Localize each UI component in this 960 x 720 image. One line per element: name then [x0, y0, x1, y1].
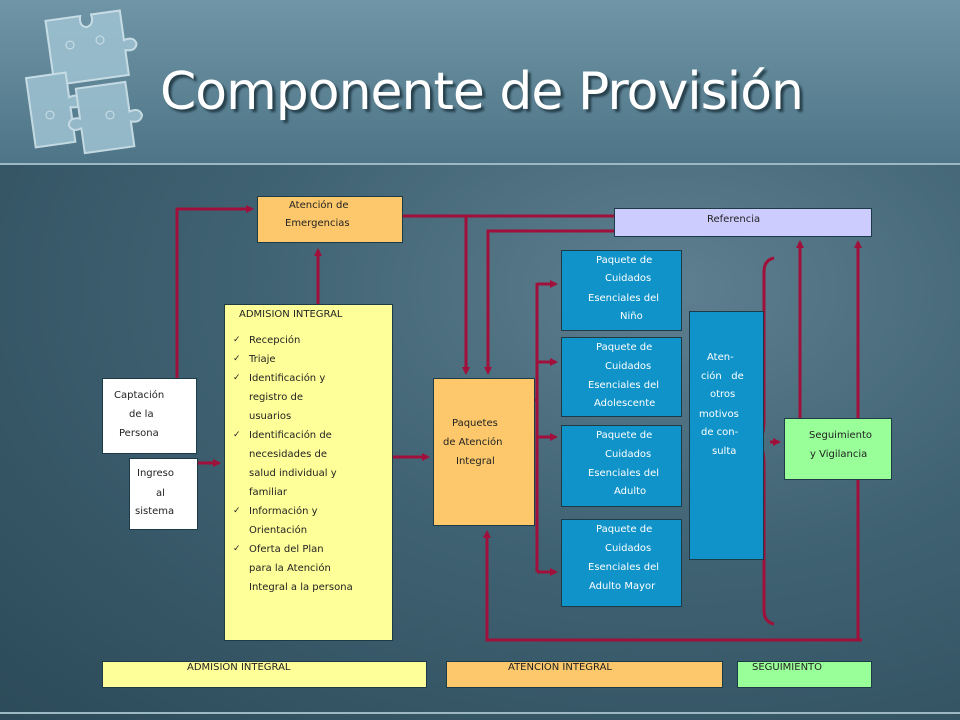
- paquetes-line-1: Paquetes: [452, 418, 498, 429]
- seguimiento-box: Seguimiento y Vigilancia: [784, 418, 892, 480]
- admision-item: salud individual y: [249, 468, 337, 479]
- admision-item: Triaje: [233, 350, 353, 369]
- admision-heading: ADMISION INTEGRAL: [239, 309, 343, 320]
- ingreso-box: Ingreso al sistema: [129, 458, 198, 530]
- footer-atencion-label: ATENCIÓN INTEGRAL: [508, 662, 612, 673]
- paquete-adolescente-line-4: Adolescente: [594, 398, 656, 409]
- atencion-otros-line-3: otros: [710, 389, 736, 400]
- admision-item: para la Atención: [249, 563, 331, 574]
- paquete-adulto-line-3: Esenciales del: [588, 468, 660, 479]
- header-band: [0, 0, 960, 163]
- paquete-adolescente-line-3: Esenciales del: [588, 380, 660, 391]
- paquete-adulto-line-2: Cuidados: [605, 449, 652, 460]
- atencion-otros-line-4: motivos: [699, 409, 739, 420]
- arrow-captacion-emergencias: [175, 205, 254, 378]
- captacion-line-1: Captación: [114, 390, 165, 401]
- paquete-adulto-line-4: Adulto: [614, 486, 647, 497]
- paquete-nino-box: Paquete de Cuidados Esenciales del Niño: [561, 250, 682, 331]
- admision-item: Oferta del Plan: [233, 540, 353, 559]
- admision-item: usuarios: [249, 411, 292, 422]
- seguimiento-line-2: y Vigilancia: [810, 449, 868, 460]
- captacion-line-2: de la: [129, 409, 154, 420]
- arrow-referencia-paquetes: [484, 229, 614, 375]
- atencion-otros-box: Aten- ción de otros motivos de con- sult…: [689, 311, 764, 560]
- ingreso-line-2: al: [156, 488, 165, 499]
- puzzle-icon: [24, 9, 144, 155]
- footer-admision-bar: ADMISIÓN INTEGRAL: [102, 661, 427, 688]
- paquete-nino-line-3: Esenciales del: [588, 293, 660, 304]
- admision-list: RecepciónTriajeIdentificación y registro …: [233, 331, 353, 597]
- admision-item: Identificación de: [233, 426, 353, 445]
- admision-box: ADMISION INTEGRAL RecepciónTriajeIdentif…: [224, 304, 393, 641]
- arrow-emergencias-paquetes: [402, 214, 470, 375]
- ingreso-line-1: Ingreso: [137, 468, 175, 479]
- paquete-adolescente-line-1: Paquete de: [596, 342, 653, 353]
- captacion-box: Captación de la Persona: [102, 378, 197, 454]
- atencion-otros-line-6: sulta: [712, 446, 737, 457]
- paquetes-box: Paquetes de Atención Integral: [433, 378, 535, 526]
- emergencias-line-2: Emergencias: [285, 218, 350, 229]
- referencia-label: Referencia: [707, 214, 761, 225]
- captacion-line-3: Persona: [119, 428, 159, 439]
- emergencias-box: Atención de Emergencias: [257, 196, 403, 243]
- paquete-adulto-mayor-line-1: Paquete de: [596, 524, 653, 535]
- admision-item: necesidades de: [249, 449, 327, 460]
- atencion-otros-line-1: Aten-: [707, 352, 734, 363]
- footer-seguimiento-bar: SEGUIMIENTO: [737, 661, 872, 688]
- admision-item: familiar: [249, 487, 287, 498]
- paquete-adulto-mayor-box: Paquete de Cuidados Esenciales del Adult…: [561, 519, 682, 607]
- footer-divider: [0, 712, 960, 714]
- admision-item: Integral a la persona: [249, 582, 353, 593]
- emergencias-line-1: Atención de: [289, 200, 349, 211]
- seguimiento-line-1: Seguimiento: [809, 430, 873, 441]
- branch-paquetes: [535, 283, 539, 572]
- admision-item: registro de: [249, 392, 303, 403]
- referencia-box: Referencia: [614, 208, 872, 237]
- footer-atencion-bar: ATENCIÓN INTEGRAL: [446, 661, 723, 688]
- paquetes-line-3: Integral: [456, 456, 495, 467]
- paquete-adulto-mayor-line-4: Adulto Mayor: [589, 581, 656, 592]
- atencion-otros-line-5: de con-: [701, 427, 739, 438]
- paquete-nino-line-4: Niño: [620, 311, 643, 322]
- admision-item: Recepción: [233, 331, 353, 350]
- paquete-adolescente-line-2: Cuidados: [605, 361, 652, 372]
- paquete-adulto-mayor-line-3: Esenciales del: [588, 562, 660, 573]
- admision-item: Identificación y: [233, 369, 353, 388]
- paquetes-line-2: de Atención: [443, 437, 503, 448]
- admision-item: Orientación: [249, 525, 308, 536]
- paquete-adulto-line-1: Paquete de: [596, 430, 653, 441]
- footer-seguimiento-label: SEGUIMIENTO: [752, 662, 823, 673]
- arrow-seguimiento-loop: [483, 530, 862, 642]
- paquete-nino-line-2: Cuidados: [605, 273, 652, 284]
- atencion-otros-line-2: ción de: [701, 371, 744, 382]
- paquete-adolescente-box: Paquete de Cuidados Esenciales del Adole…: [561, 337, 682, 417]
- paquete-adulto-mayor-line-2: Cuidados: [605, 543, 652, 554]
- admision-item: Información y: [233, 502, 353, 521]
- paquete-adulto-box: Paquete de Cuidados Esenciales del Adult…: [561, 425, 682, 507]
- footer-admision-label: ADMISIÓN INTEGRAL: [187, 662, 291, 673]
- page-title: Componente de Provisión: [160, 62, 804, 122]
- paquete-nino-line-1: Paquete de: [596, 255, 653, 266]
- ingreso-line-3: sistema: [135, 506, 175, 517]
- header-divider: [0, 163, 960, 165]
